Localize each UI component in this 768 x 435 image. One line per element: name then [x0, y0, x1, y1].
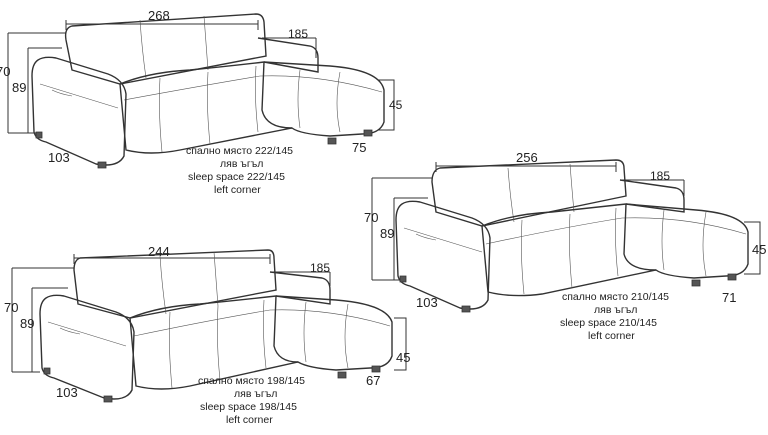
- sofa-3-dimension-lines: [11, 254, 407, 373]
- sofa-1-chaise-depth-label: 75: [352, 140, 366, 155]
- sofa-1-dimension-lines: [7, 20, 395, 134]
- sofa-3-seat-height-label: 89: [20, 316, 34, 331]
- sofa-1-height-label: 70: [0, 64, 10, 79]
- sofa-1: 268 185 70 89 45 103 75 спално място 222…: [0, 8, 403, 196]
- sofa-1-seat-height-label: 89: [12, 80, 26, 95]
- sofa-2-caption-line-3: sleep space 210/145: [560, 317, 657, 329]
- sofa-2-height-label: 70: [364, 210, 378, 225]
- sofa-2-seat-height-label: 89: [380, 226, 394, 241]
- sofa-1-body: [31, 13, 385, 169]
- sofa-3: 244 185 70 89 45 103 67 спално място 198…: [4, 244, 410, 426]
- sofa-1-caption-line-1: спално място 222/145: [186, 145, 293, 157]
- sofa-2-caption-line-4: left corner: [588, 330, 635, 342]
- sofa-3-chaise-depth-label: 67: [366, 373, 380, 388]
- sofa-1-chaise-height-label: 45: [389, 98, 403, 112]
- sofa-1-width-label: 268: [148, 8, 170, 23]
- sofa-1-caption: спално място 222/145 ляв ъгъл sleep spac…: [186, 145, 293, 196]
- sofa-3-chaise-height-label: 45: [396, 350, 410, 365]
- sofa-2-caption-line-2: ляв ъгъл: [594, 304, 637, 316]
- sofa-3-height-label: 70: [4, 300, 18, 315]
- sofa-1-chaise-width-label: 185: [288, 27, 308, 41]
- sofa-2-chaise-height-label: 45: [752, 242, 766, 257]
- sofa-2-dimension-lines: [371, 162, 761, 281]
- sofa-3-width-label: 244: [148, 244, 170, 259]
- sofa-3-depth-label: 103: [56, 385, 78, 400]
- sofa-3-caption-line-4: left corner: [226, 414, 273, 426]
- sofa-2-caption: спално място 210/145 ляв ъгъл sleep spac…: [560, 291, 669, 342]
- sofa-2-chaise-width-label: 185: [650, 169, 670, 183]
- sofa-3-chaise-width-label: 185: [310, 261, 330, 275]
- sofa-1-depth-label: 103: [48, 150, 70, 165]
- sofa-3-body: [39, 249, 393, 403]
- sofa-2-caption-line-1: спално място 210/145: [562, 291, 669, 303]
- sofa-3-caption: спално място 198/145 ляв ъгъл sleep spac…: [198, 375, 305, 426]
- sofa-3-caption-line-1: спално място 198/145: [198, 375, 305, 387]
- sofa-1-caption-line-3: sleep space 222/145: [188, 171, 285, 183]
- sofa-1-caption-line-2: ляв ъгъл: [220, 158, 263, 170]
- sofa-3-caption-line-2: ляв ъгъл: [234, 388, 277, 400]
- sofa-2-chaise-depth-label: 71: [722, 290, 736, 305]
- sofa-2-body: [395, 159, 749, 313]
- sofa-2-depth-label: 103: [416, 295, 438, 310]
- sofa-1-caption-line-4: left corner: [214, 184, 261, 196]
- sofa-2: 256 185 70 89 45 103 71 спално място 210…: [364, 150, 766, 342]
- sofa-2-width-label: 256: [516, 150, 538, 165]
- sofa-3-caption-line-3: sleep space 198/145: [200, 401, 297, 413]
